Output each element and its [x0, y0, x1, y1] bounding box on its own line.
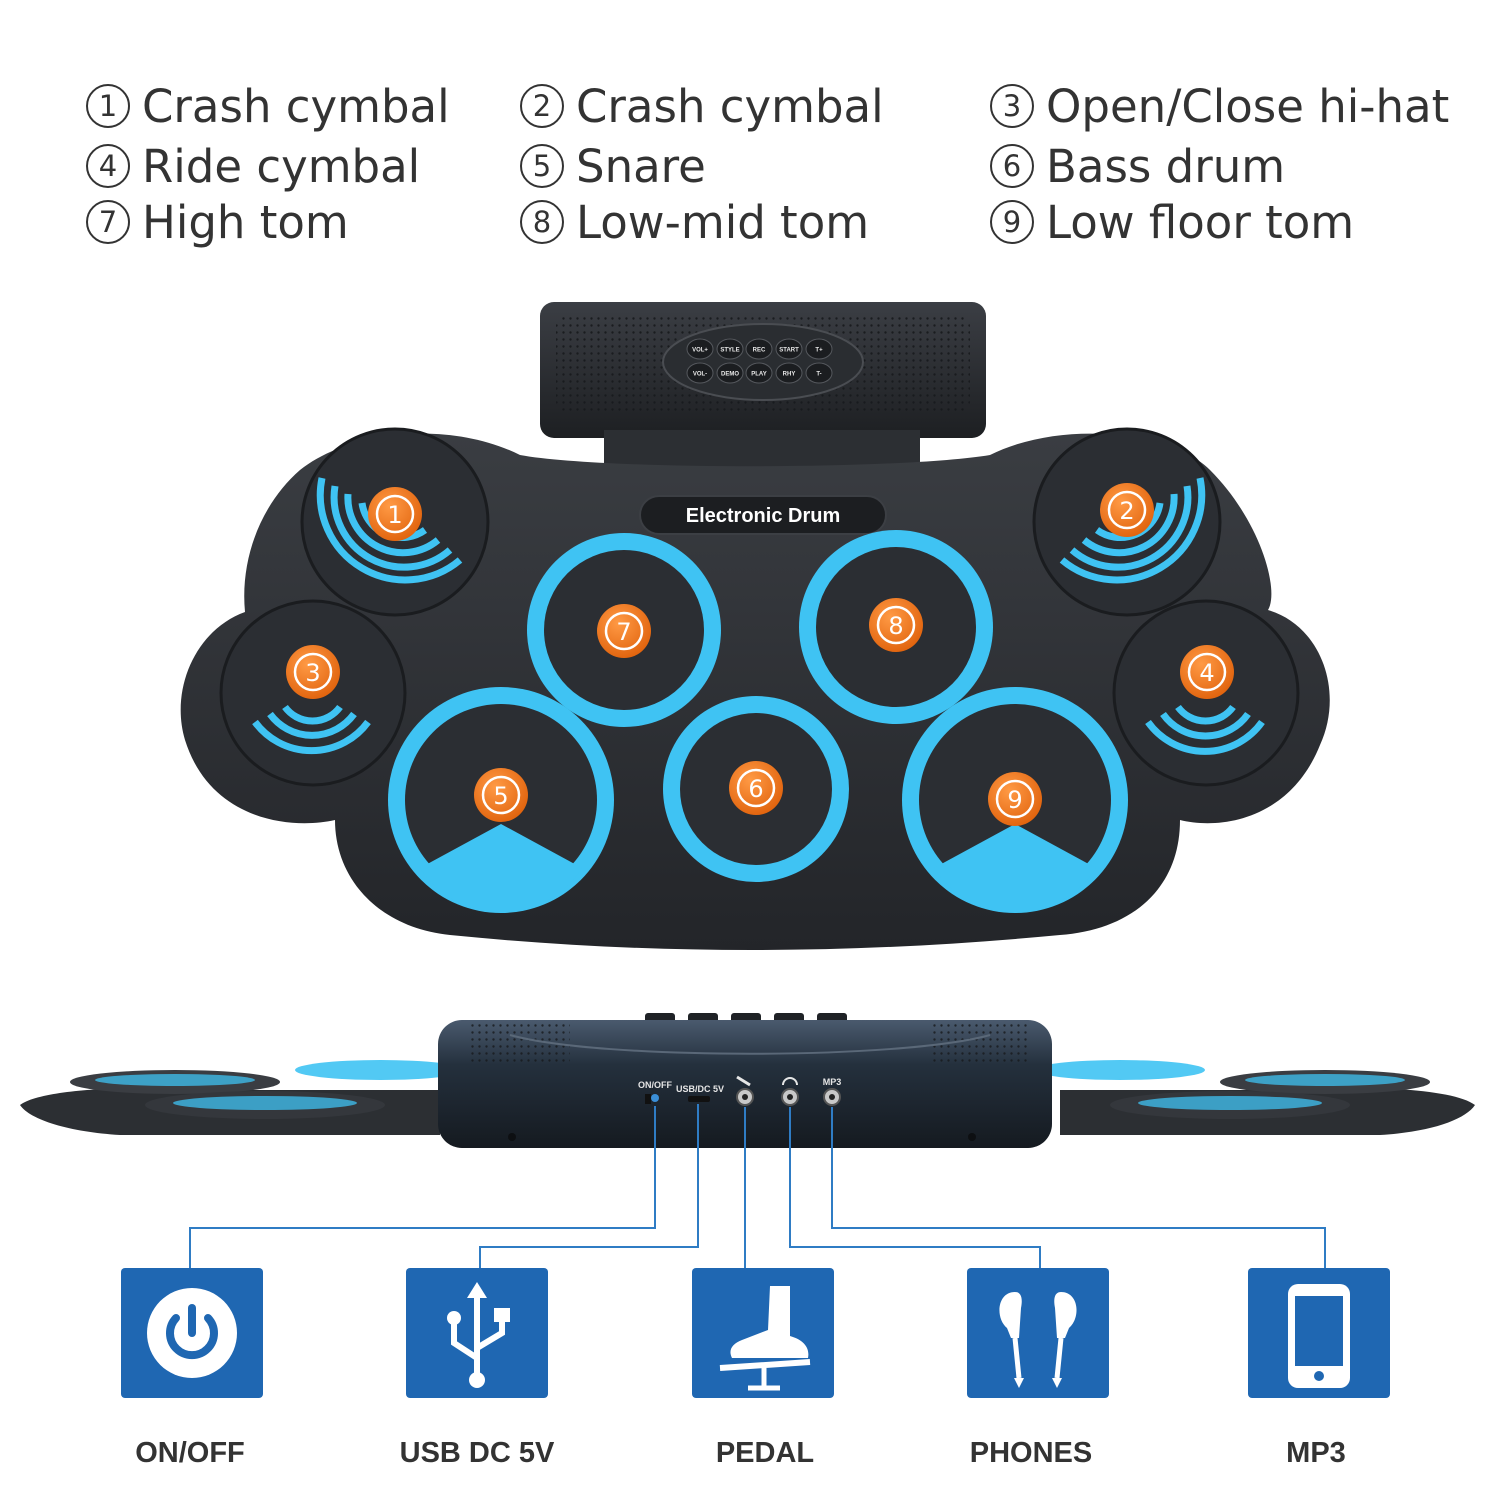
phone-icon: [1288, 1284, 1350, 1388]
legend-number: 7: [86, 200, 130, 244]
control-button-label: RHY: [783, 372, 796, 378]
feature-label-on-off: ON/OFF: [135, 1437, 245, 1469]
tile-pedal: [692, 1268, 834, 1398]
tile-power: [121, 1268, 263, 1398]
control-button-label: REC: [753, 348, 766, 354]
pad-number-text: 9: [1007, 786, 1022, 814]
pad-number-text: 3: [305, 659, 320, 687]
legend-label: Open/Close hi-hat: [1046, 80, 1450, 133]
control-button-rec[interactable]: [745, 338, 773, 360]
port-label-usb: USB/DC 5V: [676, 1084, 724, 1094]
legend-label: Low-mid tom: [576, 196, 870, 249]
control-button-label: VOL-: [693, 372, 707, 378]
control-button-t-minus[interactable]: [805, 362, 833, 384]
control-button-label: DEMO: [721, 372, 739, 378]
control-button-t-plus[interactable]: [805, 338, 833, 360]
badge-text: Electronic Drum: [686, 505, 840, 527]
tile-phones: [967, 1268, 1109, 1398]
tile-usb: [406, 1268, 548, 1398]
pad-number-text: 4: [1199, 659, 1214, 687]
pad-number-text: 7: [616, 618, 631, 646]
control-button-vol-minus[interactable]: [686, 362, 714, 384]
control-button-label: PLAY: [751, 372, 766, 378]
legend-number: 4: [86, 144, 130, 188]
usb-icon: [447, 1282, 510, 1388]
pedal-port-symbol: [736, 1075, 751, 1087]
pad-number-text: 6: [748, 775, 763, 803]
power-icon: [147, 1288, 237, 1378]
pad-number-ring: [604, 611, 644, 651]
pad-9-low-floor-tom[interactable]: [902, 687, 1128, 913]
control-button-label: T-: [816, 372, 821, 378]
pad-number-text: 2: [1119, 497, 1134, 525]
control-button-demo[interactable]: [716, 362, 744, 384]
earphones-icon: [999, 1292, 1077, 1388]
legend-number: 6: [990, 144, 1034, 188]
pad-number-text: 5: [493, 782, 508, 810]
leader-lines: [189, 1104, 1326, 1268]
legend-number: 3: [990, 84, 1034, 128]
pedal-foot-icon: [719, 1286, 811, 1391]
pad-number-ring: [481, 775, 521, 815]
port-label-mp3: MP3: [823, 1077, 842, 1087]
pad-number-text: 1: [387, 501, 402, 529]
control-button-play[interactable]: [745, 362, 773, 384]
legend-label: Bass drum: [1046, 140, 1286, 193]
control-button-style[interactable]: [716, 338, 744, 360]
legend-number: 9: [990, 200, 1034, 244]
pad-number-ring: [1107, 490, 1147, 530]
feature-label-pedal: PEDAL: [715, 1437, 815, 1469]
legend-number: 5: [520, 144, 564, 188]
control-button-vol-plus[interactable]: [686, 338, 714, 360]
legend-label: High tom: [142, 196, 349, 249]
pad-numbers: 1 2 3 4 5 6 7 8 9: [286, 483, 1234, 826]
control-button-label: VOL+: [692, 348, 708, 354]
control-button-label: STYLE: [720, 348, 739, 354]
feature-label-usb: USB DC 5V: [399, 1437, 555, 1469]
legend-label: Crash cymbal: [576, 80, 884, 133]
pad-number-text: 8: [888, 612, 903, 640]
feature-label-mp3: MP3: [1286, 1437, 1346, 1469]
pad-number-ring: [876, 605, 916, 645]
control-button-start[interactable]: [775, 338, 803, 360]
control-button-rhy[interactable]: [775, 362, 803, 384]
legend-number: 2: [520, 84, 564, 128]
control-buttons: VOL+ STYLE REC START T+ VOL- DEMO PLAY RHY T-: [686, 338, 833, 384]
pad-number-ring: [375, 494, 415, 534]
port-panel: ON/OFF USB/DC 5V MP3: [638, 1075, 842, 1106]
legend-label: Crash cymbal: [142, 80, 450, 133]
legend-number: 1: [86, 84, 130, 128]
control-button-label: T+: [815, 348, 823, 354]
pad-number-ring: [293, 652, 333, 692]
usb-port[interactable]: [688, 1096, 710, 1102]
tile-mp3: [1248, 1268, 1390, 1398]
port-label-on-off: ON/OFF: [638, 1080, 672, 1090]
power-switch[interactable]: [651, 1094, 659, 1102]
pad-number-ring: [995, 779, 1035, 819]
pad-number-ring: [736, 768, 776, 808]
legend-label: Ride cymbal: [142, 140, 421, 193]
legend-label: Snare: [576, 140, 706, 193]
control-button-label: START: [779, 348, 799, 354]
electronic-drum-badge: Electronic Drum: [639, 495, 887, 535]
legend-number: 8: [520, 200, 564, 244]
pad-number-ring: [1187, 652, 1227, 692]
feature-label-phones: PHONES: [969, 1437, 1093, 1469]
legend-label: Low floor tom: [1046, 196, 1355, 249]
side-view: [20, 1013, 1475, 1148]
headphone-port-symbol: [782, 1077, 798, 1086]
